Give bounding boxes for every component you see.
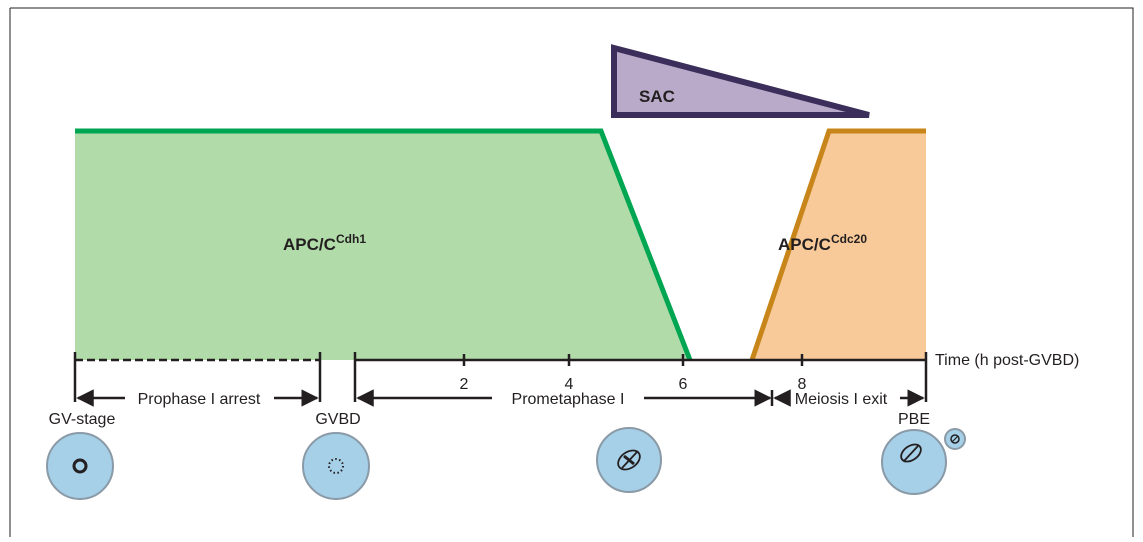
gv-oocyte [46,432,114,500]
apc-cdc20-area [752,131,926,360]
sac-triangle [611,44,870,118]
prometaphase-label: Prometaphase I [512,391,625,408]
tick-label-6: 6 [679,376,688,393]
meiosis-exit-label: Meiosis I exit [795,391,888,408]
sac-label: SAC [639,87,675,106]
tick-label-2: 2 [460,376,469,393]
tick-label-4: 4 [565,376,574,393]
gv-stage-label: GV-stage [49,411,116,428]
apc-cdc20-line [749,128,926,361]
tick-label-8: 8 [798,376,807,393]
apc-cdh1-area [75,131,690,360]
prophase-label: Prophase I arrest [138,391,261,408]
apc-cdc20-label: APC/C [778,235,831,254]
apc-cdh1-label: APC/C [283,235,336,254]
gvbd-label: GVBD [315,411,360,428]
apc-cdh1-line [75,128,693,361]
pbe-label: PBE [898,411,930,428]
time-axis-label: Time (h post-GVBD) [935,352,1079,369]
prometaphase-oocyte [596,427,662,493]
frame-top-right [10,7,1134,537]
pbe-oocyte [881,428,966,495]
gvbd-oocyte [302,432,370,500]
apc-cdc20-superscript: Cdc20 [831,232,867,246]
apc-cdh1-superscript: Cdh1 [336,232,366,246]
